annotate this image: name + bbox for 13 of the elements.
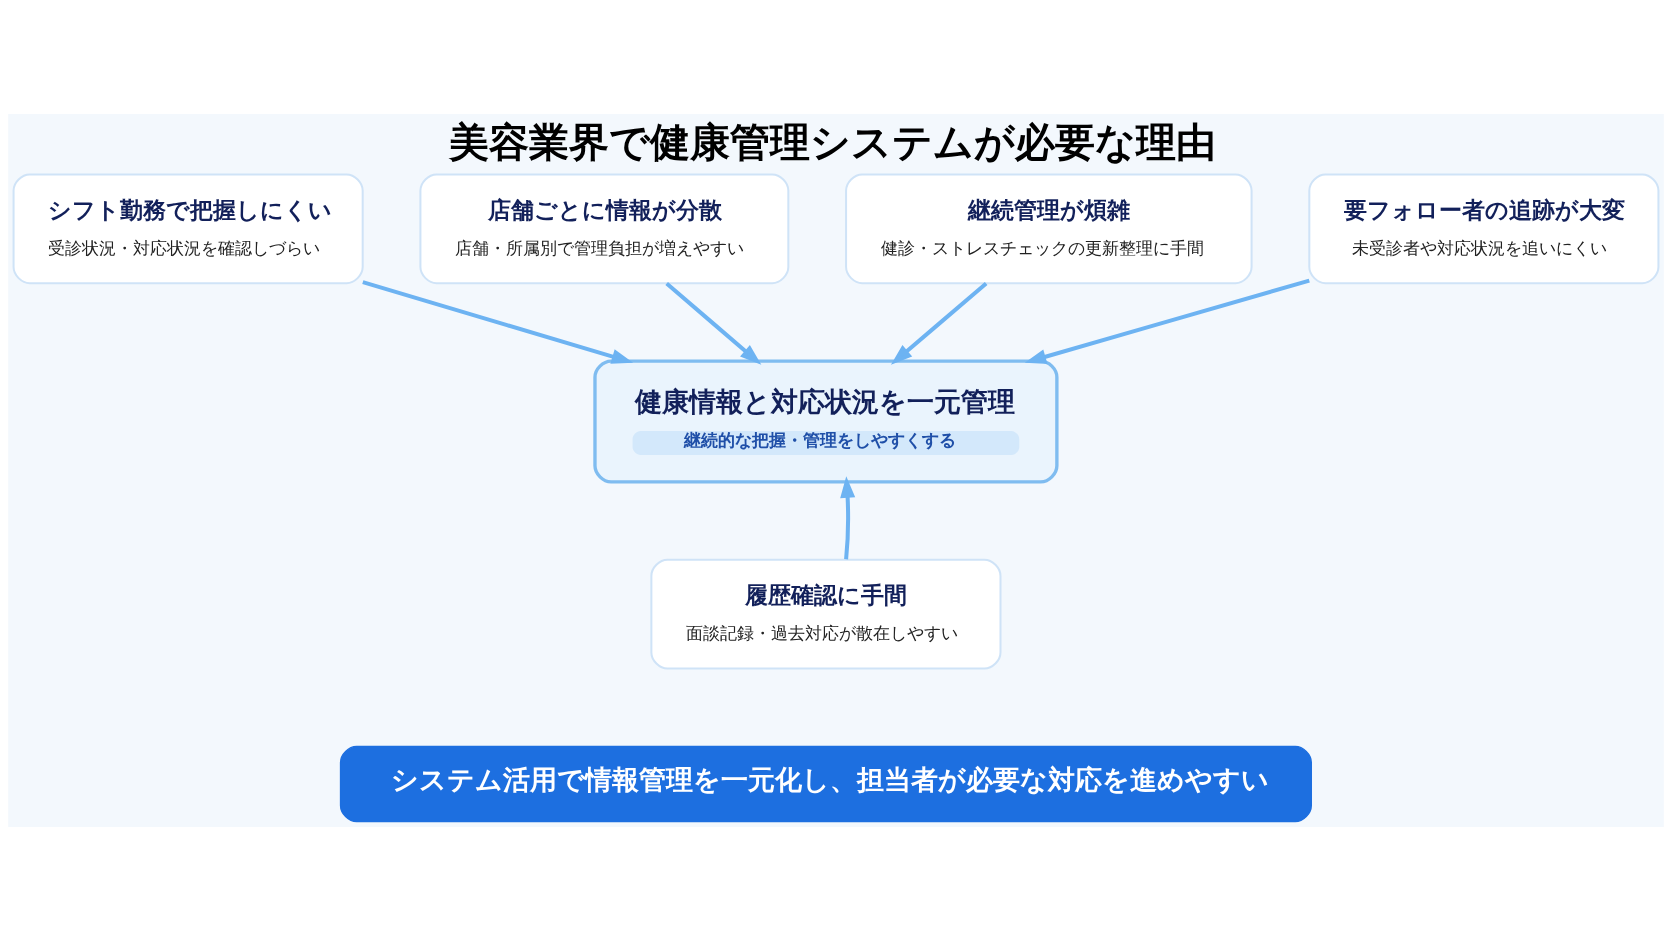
node-box: 健康情報と対応状況を一元管理 継続的な把握・管理をしやすくする: [593, 359, 1059, 484]
node-box: シフト勤務で把握しにくい 受診状況・対応状況を確認しづらい: [12, 173, 364, 285]
arrow: [362, 280, 634, 364]
arrow: [840, 476, 856, 560]
arrow: [890, 282, 988, 365]
node-box: 履歴確認に手間 面談記録・過去対応が散在しやすい: [650, 558, 1002, 670]
node-box: 店舗ごとに情報が分散 店舗・所属別で管理負担が増えやすい: [419, 173, 790, 285]
diagram-title: 美容業界で健康管理システムが必要な理由: [449, 118, 1217, 165]
arrow: [1024, 278, 1310, 364]
node-box: 継続管理が煩雑 健診・ストレスチェックの更新整理に手間: [845, 173, 1253, 285]
arrow: [665, 282, 762, 365]
node-box: 要フォロー者の追跡が大変 未受診者や対応状況を追いにくい: [1308, 173, 1660, 285]
node-box: システム活用で情報管理を一元化し、担当者が必要な対応を進めやすい: [339, 745, 1312, 823]
